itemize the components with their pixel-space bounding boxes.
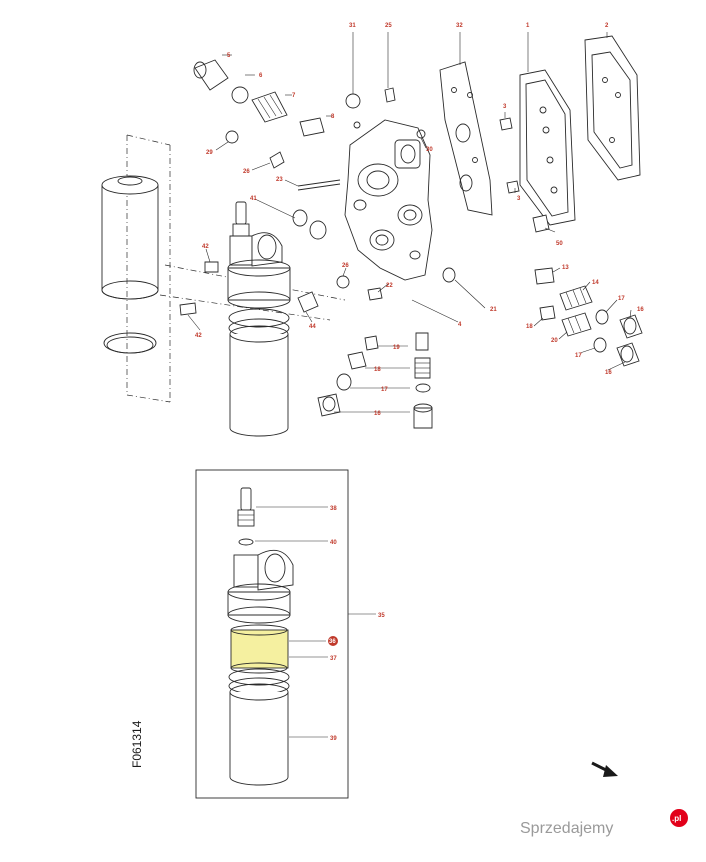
callout-label: 42 bbox=[195, 333, 202, 339]
callout-label: 6 bbox=[259, 73, 263, 79]
figure-code: F061314 bbox=[130, 720, 144, 768]
watermark-text: Sprzedajemy bbox=[520, 820, 613, 837]
leader-lines-main bbox=[187, 32, 632, 413]
callout-label: 26 bbox=[342, 263, 349, 269]
highlight-callout-badge bbox=[328, 636, 338, 646]
callout-label: 16 bbox=[637, 307, 644, 313]
callout-label: 19 bbox=[393, 345, 400, 351]
callout-label: 4 bbox=[458, 322, 462, 328]
callout-label-highlighted: 36 bbox=[329, 639, 336, 645]
gasket-32 bbox=[439, 61, 493, 216]
watermark-suffix: .pl bbox=[672, 814, 681, 823]
callout-label: 21 bbox=[490, 307, 497, 313]
callout-label: 17 bbox=[618, 296, 625, 302]
callout-label: 30 bbox=[426, 147, 433, 153]
highlighted-seal-ring bbox=[230, 629, 289, 669]
callout-label: 23 bbox=[276, 177, 283, 183]
callout-label: 41 bbox=[250, 196, 257, 202]
filter-element-outline bbox=[101, 134, 346, 403]
callout-label: 39 bbox=[330, 736, 337, 742]
callout-label: 5 bbox=[227, 53, 231, 59]
filter-housing-main bbox=[227, 201, 291, 437]
callout-label: 14 bbox=[592, 280, 599, 286]
callout-label: 26 bbox=[243, 169, 250, 175]
callout-label: 44 bbox=[309, 324, 316, 330]
callout-label: 13 bbox=[562, 265, 569, 271]
parts-right bbox=[336, 87, 643, 367]
callout-label: 42 bbox=[202, 244, 209, 250]
callout-label: 37 bbox=[330, 656, 337, 662]
callout-label: 50 bbox=[556, 241, 563, 247]
callouts-main: 5 6 7 8 29 26 23 41 42 42 44 31 25 32 1 … bbox=[195, 23, 644, 417]
orientation-arrow-icon bbox=[591, 761, 618, 777]
callout-label: 17 bbox=[575, 353, 582, 359]
callout-label: 2 bbox=[605, 23, 609, 29]
callout-label: 32 bbox=[456, 23, 463, 29]
callout-label: 40 bbox=[330, 540, 337, 546]
callout-label: 16 bbox=[605, 370, 612, 376]
callout-label: 3 bbox=[517, 196, 521, 202]
callout-label: 31 bbox=[349, 23, 356, 29]
callout-label: 7 bbox=[292, 93, 296, 99]
callouts-detail: 38 40 35 36 37 39 bbox=[328, 506, 385, 742]
gasket-2 bbox=[584, 35, 641, 181]
callout-label: 16 bbox=[374, 411, 381, 417]
callout-label: 25 bbox=[385, 23, 392, 29]
callout-label: 3 bbox=[503, 104, 507, 110]
parts-upper-left bbox=[179, 59, 341, 316]
watermark-badge bbox=[670, 809, 688, 827]
callout-label: 20 bbox=[551, 338, 558, 344]
valve-block bbox=[344, 119, 433, 281]
cover-plate-1 bbox=[519, 69, 576, 226]
watermark: Sprzedajemy .pl bbox=[520, 809, 688, 837]
callout-label: 18 bbox=[526, 324, 533, 330]
parts-bottom-center bbox=[317, 332, 433, 429]
detail-box bbox=[195, 469, 376, 799]
callout-label: 38 bbox=[330, 506, 337, 512]
callout-label: 8 bbox=[331, 114, 335, 120]
callout-label: 29 bbox=[206, 150, 213, 156]
callout-label: 35 bbox=[378, 613, 385, 619]
callout-label: 22 bbox=[386, 283, 393, 289]
callout-label: 1 bbox=[526, 23, 530, 29]
callout-label: 17 bbox=[381, 387, 388, 393]
callout-label: 18 bbox=[374, 367, 381, 373]
